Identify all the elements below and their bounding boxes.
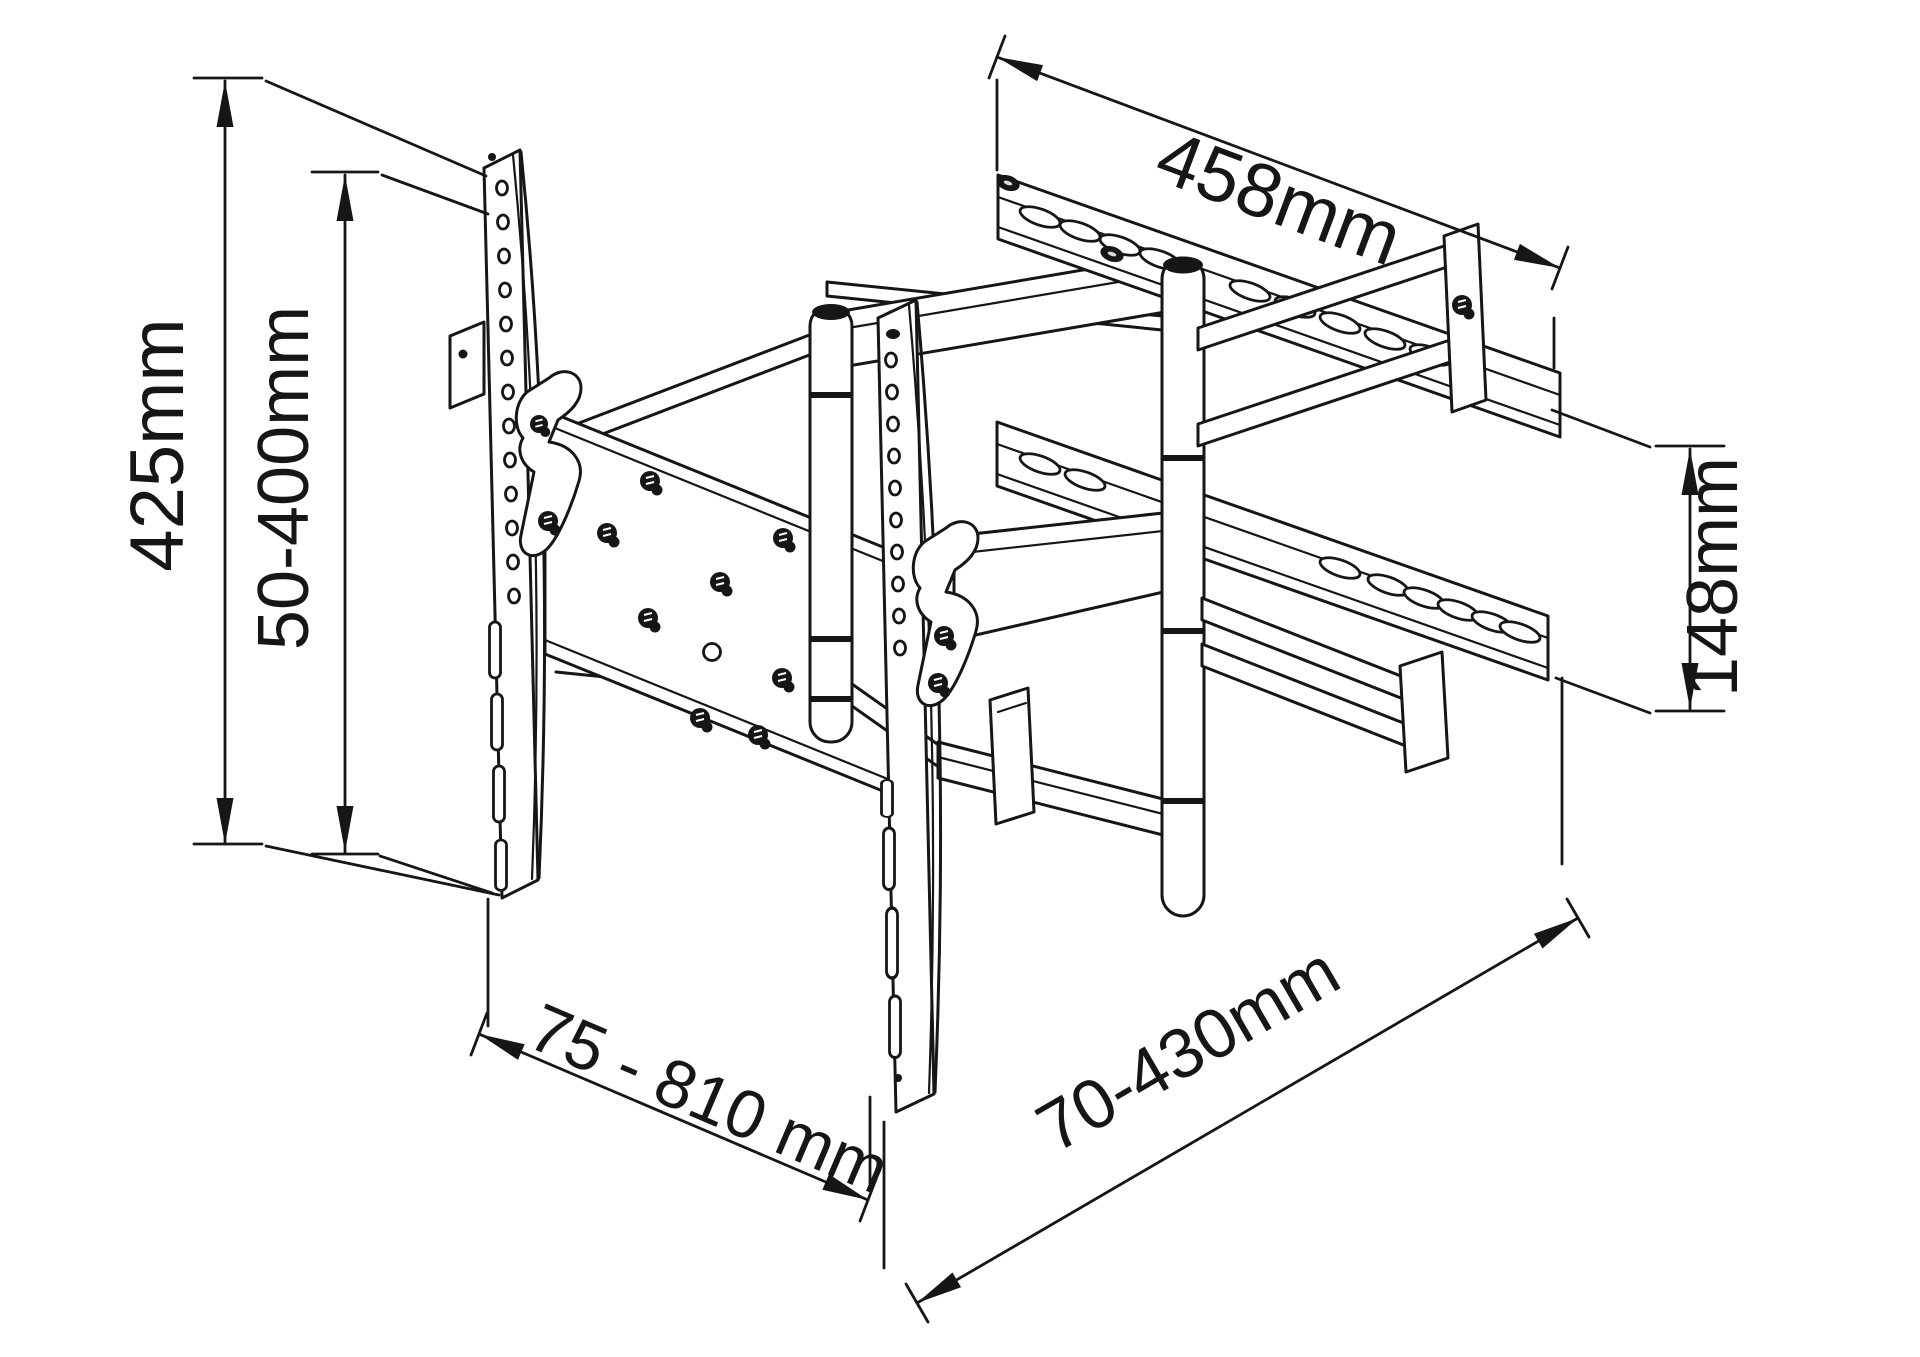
hole <box>507 587 521 605</box>
pivot-cap <box>1163 256 1203 274</box>
arrowhead <box>1513 243 1563 276</box>
rear-hook-bracket <box>448 320 486 410</box>
hole <box>886 415 900 433</box>
dim-label-75-810mm: 75 - 810 mm <box>519 989 900 1209</box>
hole <box>884 351 898 369</box>
hole <box>499 315 513 333</box>
hole <box>500 349 514 367</box>
hole <box>885 383 899 401</box>
slot <box>887 994 903 1060</box>
hole <box>506 553 520 571</box>
dimension-vesa-horizontal: 75 - 810 mm <box>469 897 900 1223</box>
hole <box>892 607 906 625</box>
hole <box>893 639 907 657</box>
hole <box>889 511 903 529</box>
slot <box>881 826 897 892</box>
slot <box>884 906 900 980</box>
lower-right-arms <box>1200 596 1450 774</box>
arrowhead <box>475 1026 525 1060</box>
pivot-column-left <box>808 304 854 744</box>
hole <box>502 417 516 435</box>
dimension-vesa-vertical: 50-400mm <box>244 170 494 895</box>
pivot-column-right <box>1160 256 1206 918</box>
hole <box>890 543 904 561</box>
wall-plate-lower-rail <box>995 420 1550 682</box>
dim-label-148mm: 148mm <box>1673 457 1753 697</box>
slot <box>880 778 894 819</box>
hole <box>504 485 518 503</box>
hole <box>503 451 517 469</box>
arrowhead <box>216 798 234 844</box>
mount-assembly <box>448 148 1562 1114</box>
center-hole <box>702 642 722 662</box>
dimension-left-height: 425mm <box>115 76 501 897</box>
arrowhead <box>912 1272 962 1311</box>
hole <box>496 213 510 231</box>
middle-arm-bar <box>952 510 1174 642</box>
dim-label-50-400mm: 50-400mm <box>244 306 324 650</box>
hole <box>891 575 905 593</box>
hole <box>505 519 519 537</box>
dim-label-425mm: 425mm <box>115 318 200 571</box>
arrowhead <box>336 806 354 852</box>
slot <box>492 764 506 824</box>
hole <box>888 479 902 497</box>
arrowhead <box>1533 910 1583 949</box>
pivot-cap <box>812 304 850 320</box>
left-upper-arm <box>564 332 814 450</box>
center-tilt-lever <box>911 520 1036 826</box>
dim-label-70-430mm: 70-430mm <box>1024 931 1352 1167</box>
hole <box>498 281 512 299</box>
upper-right-arms <box>1196 222 1488 448</box>
hole <box>887 447 901 465</box>
slot <box>494 838 508 892</box>
arrowhead <box>994 49 1044 82</box>
lock-plate <box>988 686 1036 826</box>
left-tv-rail <box>482 148 547 900</box>
hole <box>495 179 509 197</box>
slot <box>490 692 504 752</box>
dimension-rail-spacing: 148mm <box>1550 408 1753 715</box>
slot <box>488 620 502 680</box>
hole <box>497 247 511 265</box>
hole <box>501 383 515 401</box>
left-tilt-lever <box>514 370 583 557</box>
